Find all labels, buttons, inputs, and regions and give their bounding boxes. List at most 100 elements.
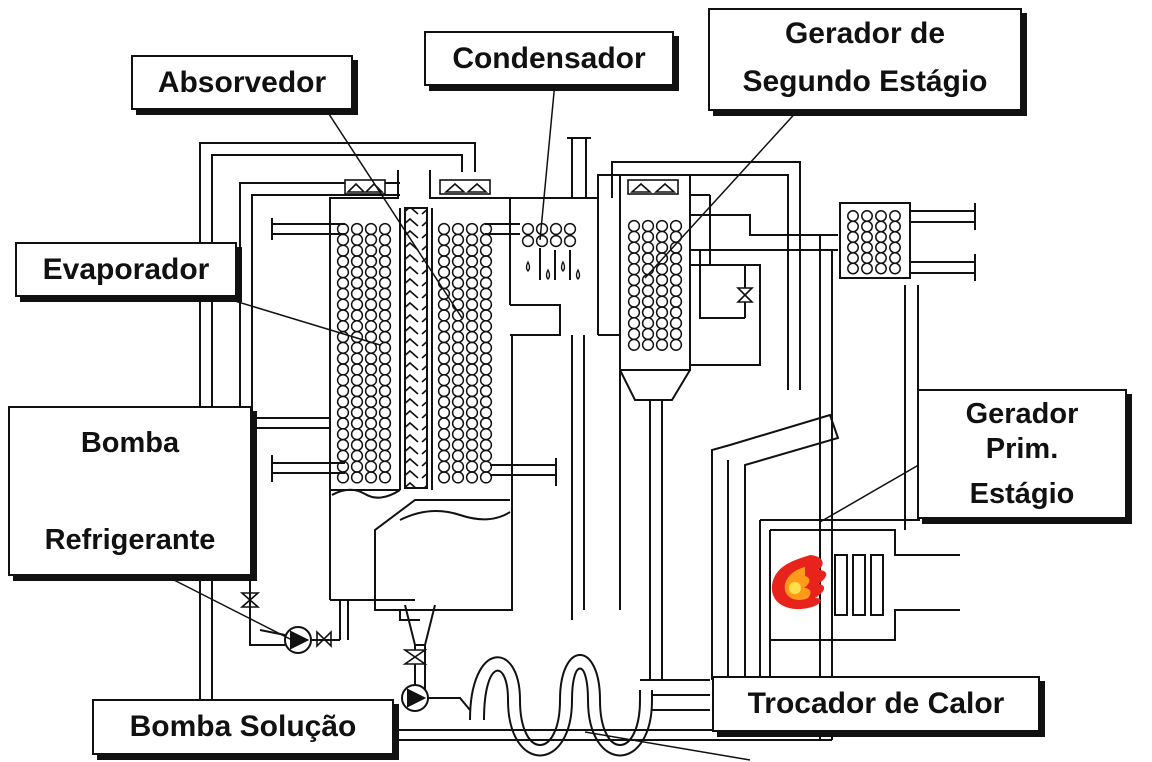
tube-circle (336, 298, 350, 311)
tube-circle (350, 309, 364, 322)
tube-circle (535, 234, 549, 248)
tube-circle (641, 284, 655, 297)
tube-circle (479, 384, 493, 398)
tube-circle (350, 460, 364, 473)
tube-circle (336, 320, 350, 333)
tube-circle (479, 222, 493, 236)
tube-circle (465, 363, 479, 376)
tube-circle (336, 406, 350, 419)
tube-circle (669, 295, 683, 308)
tube-circle (437, 244, 451, 257)
tube-circle (451, 352, 465, 365)
tube-circle (479, 255, 493, 268)
tube-circle (364, 287, 378, 300)
tube-circle (669, 219, 683, 233)
tube-circle (627, 295, 641, 308)
tube-circle (437, 330, 451, 344)
tube-circle (451, 363, 465, 376)
pump-piping (249, 580, 471, 711)
tube-circle (336, 341, 350, 354)
tube-circle (641, 327, 655, 341)
tube-circle (364, 428, 378, 441)
tube-circle (641, 295, 655, 308)
tube-circle (889, 210, 901, 222)
tube-circle (350, 449, 364, 462)
tube-circle (336, 309, 350, 322)
tube-circle (350, 417, 364, 430)
bomba-solucao-text: Bomba Solução (129, 710, 357, 743)
tube-circle (655, 230, 669, 243)
tube-circle (437, 363, 451, 376)
tube-circle (847, 220, 859, 233)
gerador-primario-line-2: Prim. (985, 432, 1059, 465)
trocador-label: Trocador de Calor (712, 676, 1040, 732)
tube-circle (479, 341, 493, 354)
tube-circle (889, 231, 901, 243)
tube-circle (378, 255, 392, 268)
tube-circle (655, 241, 669, 254)
tube-circle (451, 298, 465, 311)
tube-circle (378, 352, 392, 365)
tube-circle (465, 395, 479, 408)
tube-circle (451, 374, 465, 387)
tube-circle (364, 417, 378, 430)
tube-circle (465, 352, 479, 365)
tube-circle (451, 395, 465, 408)
tube-circle (378, 438, 392, 452)
absorvedor-text: Absorvedor (157, 66, 327, 99)
tube-circle (641, 230, 655, 243)
tube-circle (378, 287, 392, 300)
cooling-water-box (839, 202, 976, 281)
tube-circle (627, 241, 641, 254)
tube-circle (451, 428, 465, 441)
tube-circle (465, 222, 479, 236)
tube-circle (479, 287, 493, 300)
tube-circle (669, 338, 683, 351)
tube-circle (479, 233, 493, 246)
tube-circle (378, 428, 392, 441)
tube-circle (437, 460, 451, 473)
tube-circle (364, 244, 378, 257)
tube-circle (364, 438, 378, 452)
tube-circle (350, 298, 364, 311)
tube-circle (336, 255, 350, 268)
tube-circle (861, 231, 873, 243)
tube-circle (350, 244, 364, 257)
tube-circle (336, 276, 350, 290)
tube-circle (549, 234, 563, 248)
tube-circle (479, 276, 493, 290)
tube-circle (437, 255, 451, 268)
tube-circle (437, 352, 451, 365)
tube-circle (641, 219, 655, 233)
tube-circle (465, 449, 479, 462)
tube-circle (378, 266, 392, 279)
tube-circle (627, 317, 641, 330)
tube-circle (451, 330, 465, 344)
tube-circle (465, 428, 479, 441)
tube-circle (655, 338, 669, 351)
tube-circle (378, 471, 392, 484)
tube-circle (364, 255, 378, 268)
tube-circle (451, 417, 465, 430)
tube-circle (465, 460, 479, 473)
bomba-refrigerante-line-2: Refrigerante (44, 523, 216, 556)
tube-circle (627, 263, 641, 276)
tube-circle (669, 284, 683, 297)
tube-circle (336, 449, 350, 462)
trocador-text: Trocador de Calor (747, 687, 1005, 720)
tube-circle (875, 262, 887, 275)
tube-circle (350, 374, 364, 387)
tube-circle (627, 230, 641, 243)
tube-circle (437, 449, 451, 462)
tube-circle (364, 233, 378, 246)
tube-circle (364, 222, 378, 236)
tube-circle (451, 255, 465, 268)
tube-circle (350, 363, 364, 376)
tube-circle (847, 210, 859, 222)
tube-circle (451, 276, 465, 290)
tube-circle (479, 449, 493, 462)
tube-circle (641, 252, 655, 265)
tube-circle (378, 395, 392, 408)
tube-circle (627, 219, 641, 233)
